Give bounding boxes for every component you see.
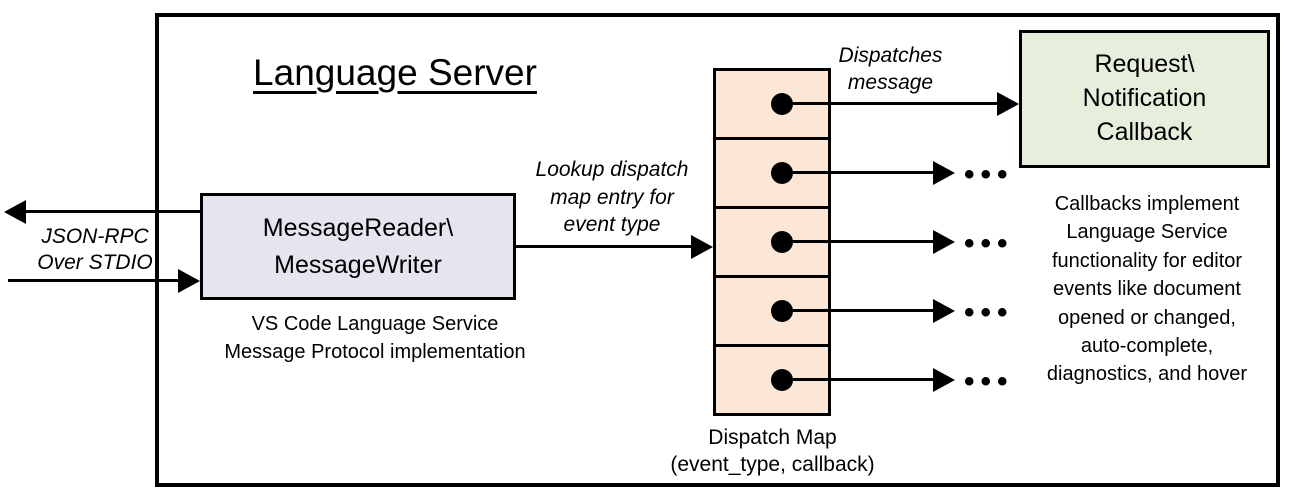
dispatches-message-label: Dispatches message: [838, 44, 943, 95]
dispatch-map-caption: Dispatch Map (event_type, callback): [670, 426, 875, 477]
more-callbacks-ellipsis: •••: [964, 296, 1014, 329]
lookup-arrow-line: [516, 245, 694, 248]
dispatch-map-cell: [716, 71, 828, 140]
callbacks-note: Callbacks implement Language Service fun…: [1046, 193, 1248, 386]
message-reader-writer-caption: VS Code Language Service Message Protoco…: [224, 313, 526, 363]
dispatch-arrow-line: [782, 378, 935, 381]
message-reader-writer-label: MessageReader\ MessageWriter: [262, 214, 454, 279]
more-callbacks-ellipsis: •••: [964, 227, 1014, 260]
lookup-dispatch-label: Lookup dispatch map entry for event type: [535, 158, 689, 237]
dispatch-map-cell: [716, 209, 828, 278]
stdio-label: JSON-RPC Over STDIO: [37, 225, 153, 275]
stdio-in-arrow-line: [8, 279, 180, 282]
dispatch-arrow-line: [782, 102, 1000, 105]
dispatch-arrow-line: [782, 171, 935, 174]
dispatch-arrowhead-icon: [933, 368, 955, 392]
stdio-out-arrowhead-icon: [4, 200, 26, 224]
stdio-in-arrowhead-icon: [178, 269, 200, 293]
dispatch-arrowhead-icon: [933, 230, 955, 254]
dispatch-map-cell: [716, 278, 828, 347]
dispatch-arrow-line: [782, 240, 935, 243]
dispatch-arrow-line: [782, 309, 935, 312]
dispatch-arrowhead-icon: [933, 299, 955, 323]
dispatch-arrowhead-icon: [933, 161, 955, 185]
request-notification-callback-box: Request\ Notification Callback: [1019, 30, 1270, 168]
more-callbacks-ellipsis: •••: [964, 158, 1014, 191]
dispatch-map-cell: [716, 140, 828, 209]
stdio-out-arrow-line: [26, 210, 200, 213]
lookup-arrowhead-icon: [691, 235, 713, 259]
language-server-title: Language Server: [253, 52, 537, 93]
message-reader-writer-box: MessageReader\ MessageWriter: [200, 193, 516, 300]
more-callbacks-ellipsis: •••: [964, 365, 1014, 398]
request-notification-callback-label: Request\ Notification Callback: [1082, 50, 1207, 146]
dispatch-arrowhead-icon: [997, 92, 1019, 116]
